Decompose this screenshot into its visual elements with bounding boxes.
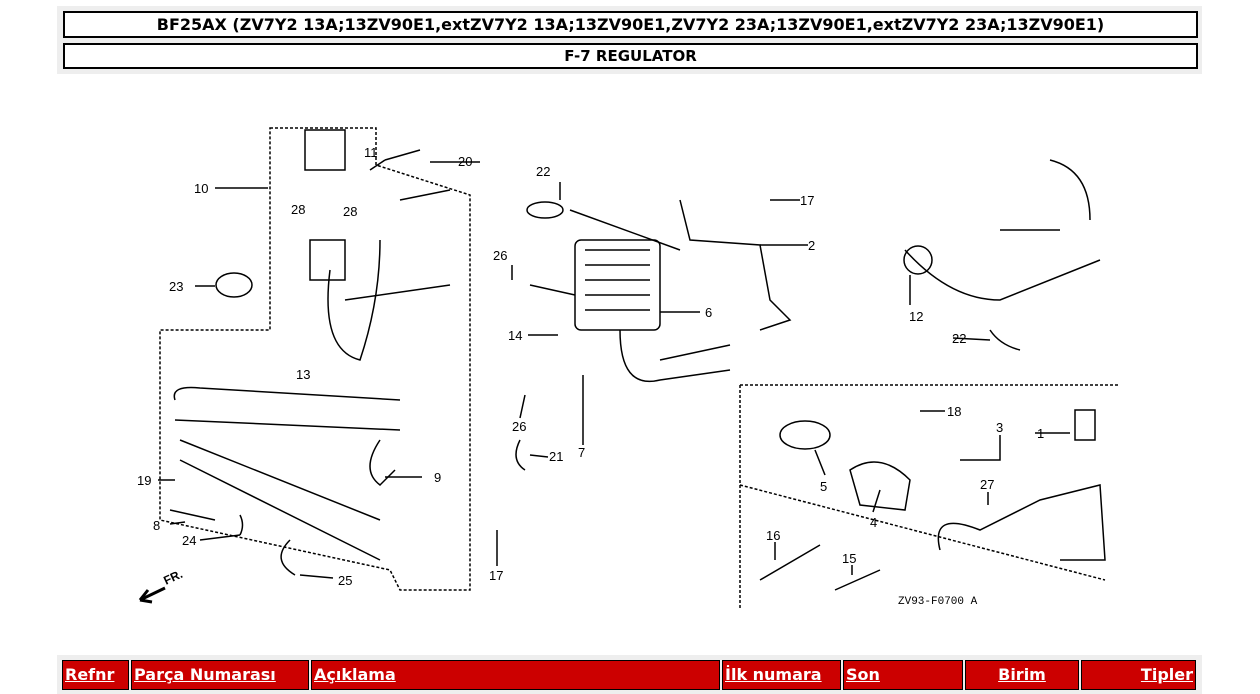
diagram-code: ZV93-F0700 A — [898, 596, 978, 608]
callout-3: 3 — [996, 420, 1003, 435]
callout-15: 15 — [842, 551, 856, 566]
callout-28: 28 — [343, 204, 357, 219]
callout-13: 13 — [296, 367, 310, 382]
callout-26: 26 — [493, 248, 507, 263]
callout-27: 27 — [980, 477, 994, 492]
col-unit[interactable]: Birim — [965, 660, 1079, 690]
section-title: F-7 REGULATOR — [63, 43, 1198, 69]
col-types[interactable]: Tipler — [1081, 660, 1196, 690]
col-refnr[interactable]: Refnr — [62, 660, 129, 690]
col-part-number[interactable]: Parça Numarası — [131, 660, 309, 690]
front-direction-label: FR. — [161, 567, 184, 588]
callout-7: 7 — [578, 445, 585, 460]
callout-18: 18 — [947, 404, 961, 419]
callout-20: 20 — [458, 154, 472, 169]
callout-28: 28 — [291, 202, 305, 217]
col-first-number[interactable]: İlk numara — [722, 660, 841, 690]
callout-10: 10 — [194, 181, 208, 196]
col-last[interactable]: Son — [843, 660, 963, 690]
callout-25: 25 — [338, 573, 352, 588]
callout-26: 26 — [512, 419, 526, 434]
callout-24: 24 — [182, 533, 196, 548]
callout-17: 17 — [489, 568, 503, 583]
callout-12: 12 — [909, 309, 923, 324]
callout-4: 4 — [870, 515, 877, 530]
callout-1: 1 — [1037, 426, 1044, 441]
callout-19: 19 — [137, 473, 151, 488]
callout-16: 16 — [766, 528, 780, 543]
callout-11: 11 — [364, 145, 378, 160]
callout-9: 9 — [434, 470, 441, 485]
callout-2: 2 — [808, 238, 815, 253]
callout-8: 8 — [153, 518, 160, 533]
callout-22: 22 — [952, 331, 966, 346]
callout-22: 22 — [536, 164, 550, 179]
col-description[interactable]: Açıklama — [311, 660, 720, 690]
callout-21: 21 — [549, 449, 563, 464]
callout-14: 14 — [508, 328, 522, 343]
callout-17: 17 — [800, 193, 814, 208]
callout-6: 6 — [705, 305, 712, 320]
callout-23: 23 — [169, 279, 183, 294]
model-title: BF25AX (ZV7Y2 13A;13ZV90E1,extZV7Y2 13A;… — [63, 11, 1198, 38]
callout-5: 5 — [820, 479, 827, 494]
